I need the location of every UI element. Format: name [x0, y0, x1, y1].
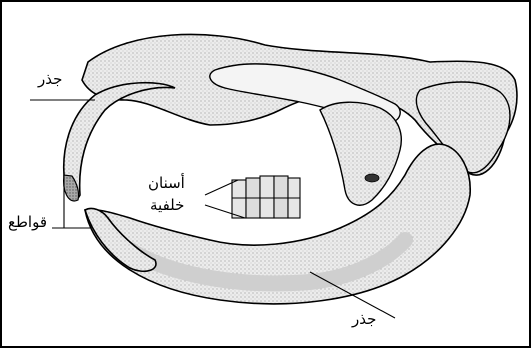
molars	[232, 176, 300, 218]
label-back-teeth-line2: خلفية	[150, 198, 184, 213]
label-root-top: جذر	[38, 72, 62, 87]
label-root-bottom: جذر	[352, 312, 376, 327]
ramus	[320, 102, 401, 205]
label-back-teeth-line1: أسنان	[148, 176, 185, 191]
foramen	[365, 174, 379, 182]
label-incisors: قواطع	[8, 215, 47, 230]
